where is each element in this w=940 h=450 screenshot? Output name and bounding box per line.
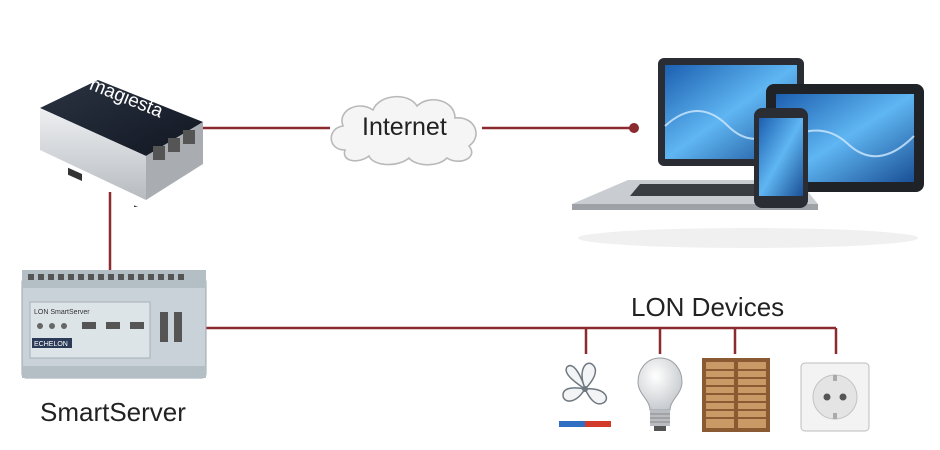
client-devices-laptop-tablet-phone bbox=[572, 58, 924, 248]
power-socket-icon bbox=[800, 362, 870, 432]
internet-label: Internet bbox=[362, 113, 447, 141]
light-bulb-icon bbox=[637, 357, 683, 431]
smartserver-label: SmartServer bbox=[40, 397, 186, 427]
wire-endpoint-dot bbox=[629, 123, 639, 133]
echelon-logo: ECHELON bbox=[34, 341, 68, 348]
smartserver-device: LON SmartServer ECHELON bbox=[21, 270, 207, 379]
shutter-icon bbox=[702, 358, 770, 432]
internet-cloud bbox=[330, 95, 477, 166]
fan-icon bbox=[559, 362, 611, 427]
lon-smartserver-logo: LON SmartServer bbox=[34, 309, 90, 316]
magiesta-gateway-device: magiesta bbox=[40, 74, 203, 207]
lon-devices-label: LON Devices bbox=[631, 292, 785, 322]
